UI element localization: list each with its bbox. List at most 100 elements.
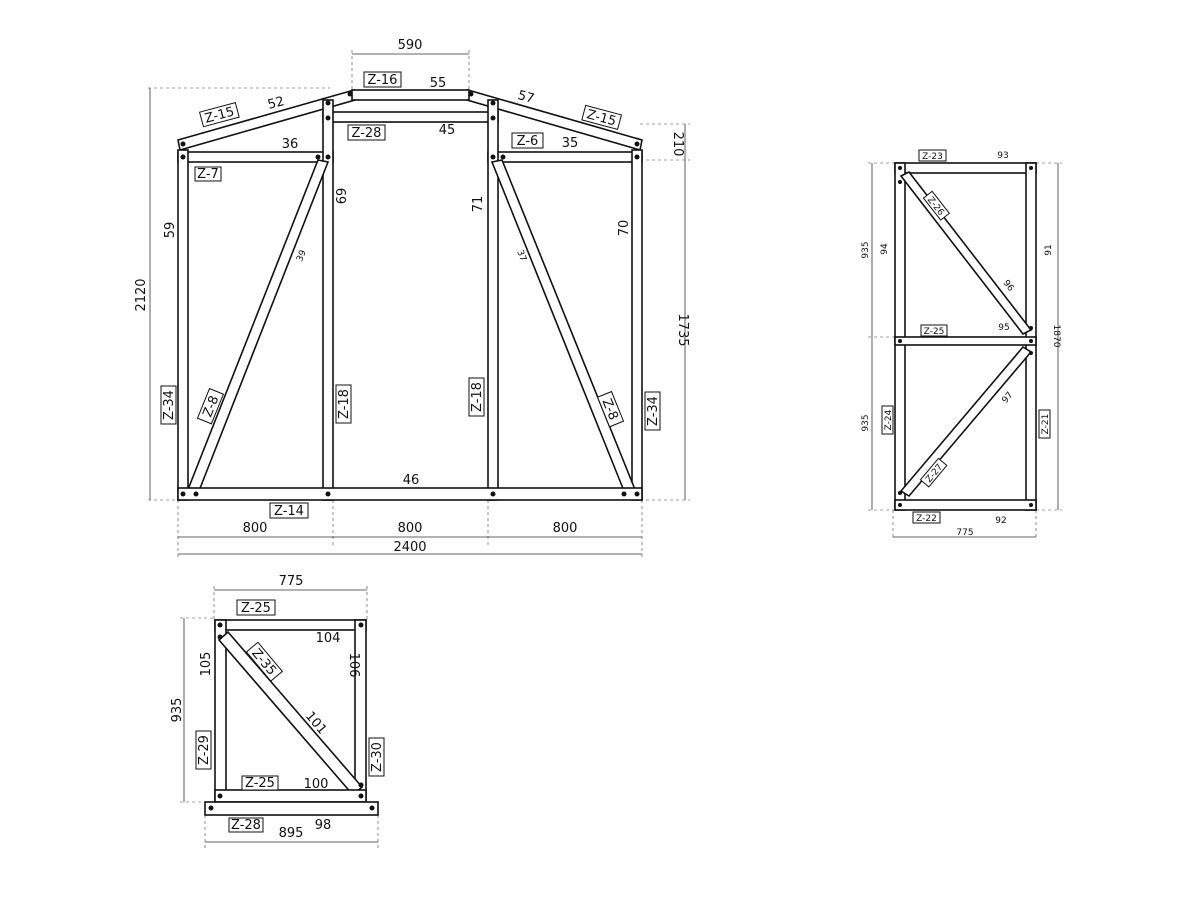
part-n36: 36 [282, 137, 299, 152]
bottom-beam [177, 487, 643, 501]
part-z29: Z-29 [197, 735, 212, 765]
dim-height-total-label: 1870 [1051, 325, 1061, 348]
part-n39: 39 [295, 249, 309, 264]
bolt [369, 805, 375, 811]
tag-box [335, 384, 352, 424]
part-n69: 69 [335, 188, 350, 205]
brace-upper [899, 170, 1033, 336]
bolt [325, 115, 331, 121]
tag-box [881, 405, 894, 435]
tag-box [511, 132, 544, 149]
top-beam [894, 162, 1037, 174]
bolt [325, 100, 331, 106]
part-n100: 100 [304, 777, 329, 792]
top-crossbar [322, 111, 499, 123]
bolt [1029, 326, 1033, 330]
tag-box [581, 104, 623, 131]
part-z25-top: Z-25 [241, 601, 271, 616]
part-z25: Z-25 [924, 327, 945, 337]
part-n96: 96 [1001, 278, 1016, 293]
part-n93: 93 [997, 151, 1008, 161]
part-z22: Z-22 [916, 514, 937, 524]
bolt [898, 166, 902, 170]
part-z16: Z-16 [368, 73, 398, 88]
bolt [358, 622, 364, 628]
bolt [217, 634, 223, 640]
tag-box [241, 775, 279, 791]
part-n35: 35 [562, 136, 579, 151]
tag-box [196, 387, 225, 425]
tag-box [918, 149, 947, 162]
part-n104: 104 [316, 631, 341, 646]
tag-box [922, 190, 951, 221]
tag-box [468, 377, 485, 417]
part-n52: 52 [266, 94, 286, 113]
part-z21: Z-21 [1041, 414, 1051, 435]
bolt [621, 491, 627, 497]
part-z6: Z-6 [517, 134, 539, 149]
tag-box [912, 511, 941, 524]
bolt [347, 91, 353, 97]
bolt [634, 141, 640, 147]
bottom-beam [214, 789, 367, 803]
tag-box [596, 390, 625, 428]
tag-box [245, 641, 284, 682]
bolt [358, 793, 364, 799]
part-z28: Z-28 [231, 818, 261, 833]
tag-box [160, 385, 177, 425]
part-z23: Z-23 [922, 152, 943, 162]
post-mid-left [322, 99, 334, 501]
part-n105: 105 [199, 652, 214, 677]
top-beam-right [487, 151, 643, 163]
bolt [490, 115, 496, 121]
part-z24: Z-24 [884, 409, 894, 430]
bolts [180, 91, 640, 497]
diagonal-brace [217, 630, 364, 797]
bolt [1029, 339, 1033, 343]
brace-lower [899, 345, 1033, 498]
bolt [634, 154, 640, 160]
tag-box [269, 502, 309, 519]
dim-width-label: 775 [279, 574, 304, 589]
part-n95: 95 [998, 323, 1009, 333]
dim-bay-left-label: 800 [243, 521, 268, 536]
bolt [1029, 351, 1033, 355]
part-z14: Z-14 [274, 504, 304, 519]
tag-box [644, 391, 661, 431]
bolt [358, 782, 364, 788]
bottom-beam [894, 499, 1037, 511]
tag-box [198, 102, 240, 128]
part-n70: 70 [617, 220, 632, 237]
part-z18-left: Z-18 [337, 389, 352, 419]
part-z30: Z-30 [370, 742, 385, 772]
part-n91: 91 [1044, 244, 1054, 255]
dim-top-width-label: 590 [398, 38, 423, 53]
post-left [177, 149, 189, 501]
part-n57: 57 [516, 88, 536, 107]
dim-height-lower-label: 935 [861, 414, 871, 431]
part-n45: 45 [439, 123, 456, 138]
tag-box [920, 324, 948, 337]
bolt [490, 154, 496, 160]
tag-box [194, 166, 222, 182]
bolt [898, 180, 902, 184]
tag-box [195, 730, 212, 770]
part-n59: 59 [163, 222, 178, 239]
bolts [208, 622, 375, 811]
brace-left [185, 159, 330, 498]
part-n46: 46 [403, 473, 420, 488]
tag-box [228, 817, 264, 833]
top-beam [214, 619, 367, 631]
part-n71: 71 [471, 196, 486, 213]
bolt [490, 491, 496, 497]
bolt [180, 491, 186, 497]
bolt [490, 100, 496, 106]
part-n92: 92 [995, 516, 1006, 526]
side-frame: 935 935 1870 775 Z-23 93 94 91 Z-26 96 Z… [861, 149, 1062, 540]
bolt [1029, 503, 1033, 507]
post-mid-right [487, 99, 499, 501]
part-z15-right: Z-15 [585, 107, 618, 129]
part-z28: Z-28 [352, 126, 382, 141]
tag-box [919, 457, 948, 488]
